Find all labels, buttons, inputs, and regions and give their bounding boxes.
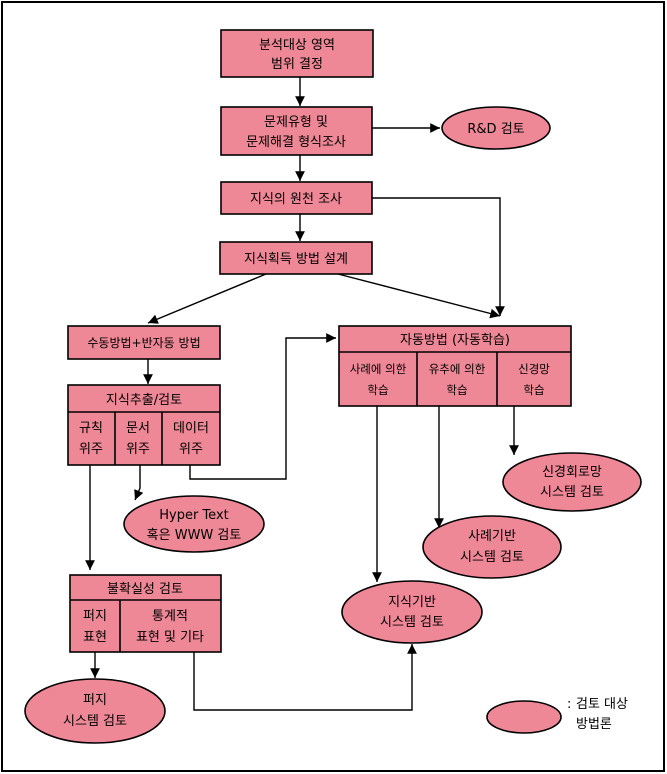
ellipse-label-line1: 신경회로망 — [542, 465, 602, 480]
edge-n3-n8 — [372, 197, 505, 316]
node-uncertainty-review: 불확실성 검토 퍼지 표현 통계적 표현 및 기타 — [69, 574, 222, 653]
cell-fuzzy-line2: 표현 — [83, 630, 107, 645]
node-label: 지식획득 방법 설계 — [244, 252, 348, 267]
ellipse-label-line2: 시스템 검토 — [63, 714, 127, 729]
node-label: 수동방법+반자동 방법 — [87, 336, 200, 350]
cell-document-line2: 위주 — [126, 442, 150, 457]
ellipse-rd-review: R&D 검토 — [441, 106, 551, 150]
cell-data-line2: 위주 — [179, 442, 203, 457]
edges — [85, 77, 519, 711]
ellipse-fuzzy-system: 퍼지 시스템 검토 — [24, 678, 166, 744]
cell-rule-line2: 위주 — [79, 442, 103, 457]
ellipse-hypertext-review: Hyper Text 혹은 WWW 검토 — [123, 495, 265, 553]
edge-n7b-knowledge — [193, 644, 417, 711]
ellipse-case-system: 사례기반 시스템 검토 — [422, 515, 562, 579]
cell-data-line1: 데이터 — [173, 421, 209, 436]
legend-colon: : — [567, 697, 571, 712]
ellipse-label-line1: 지식기반 — [388, 595, 436, 610]
node-label: 불확실성 검토 — [107, 582, 183, 597]
legend-label-line2: 방법론 — [576, 717, 612, 732]
ellipse-label: R&D 검토 — [467, 122, 524, 137]
cell-statistical-line2: 표현 및 기타 — [136, 630, 204, 645]
cell-case-learning-line1: 사례에 의한 — [350, 362, 407, 376]
edge-n6c-n8 — [189, 333, 336, 480]
ellipse-label-line2: 시스템 검토 — [460, 550, 524, 565]
edge-n4-n5 — [147, 273, 267, 324]
node-knowledge-extraction: 지식추출/검토 규칙 위주 문서 위주 데이터 위주 — [67, 384, 221, 466]
ellipse-label-line2: 시스템 검토 — [380, 615, 444, 630]
edge-n4-n8 — [337, 273, 501, 319]
ellipse-label-line2: 혹은 WWW 검토 — [147, 528, 242, 543]
ellipse-label-line1: 퍼지 — [83, 693, 107, 708]
node-label: 지식추출/검토 — [106, 393, 182, 408]
ellipse-knowledge-system: 지식기반 시스템 검토 — [341, 580, 483, 644]
node-label: 지식의 원천 조사 — [250, 192, 342, 207]
node-scope-decision: 분석대상 영역 범위 결정 — [220, 29, 374, 78]
node-manual-method: 수동방법+반자동 방법 — [67, 325, 221, 360]
cell-neural-learning-line2: 학습 — [523, 383, 544, 397]
cell-neural-learning-line1: 신경망 — [518, 362, 550, 376]
cell-statistical-line1: 통계적 — [152, 609, 188, 624]
cell-analogy-learning-line2: 학습 — [446, 383, 467, 397]
legend-ellipse-swatch — [486, 700, 562, 734]
legend: : 검토 대상 방법론 — [486, 697, 628, 734]
cell-analogy-learning-line1: 유추에 의한 — [429, 362, 486, 376]
node-label-line1: 문제유형 및 — [264, 115, 328, 130]
node-automatic-method: 자동방법 (자동학습) 사례에 의한 학습 유추에 의한 학습 신경망 학습 — [338, 325, 572, 407]
node-knowledge-source: 지식의 원천 조사 — [220, 181, 373, 215]
cell-document-line1: 문서 — [126, 421, 150, 436]
legend-label-line1: 검토 대상 — [576, 697, 628, 712]
node-problem-type: 문제유형 및 문제해결 형식조사 — [220, 106, 373, 156]
node-label: 자동방법 (자동학습) — [400, 333, 510, 348]
node-label-line2: 문제해결 형식조사 — [246, 135, 346, 150]
node-acquisition-design: 지식획득 방법 설계 — [219, 241, 373, 275]
cell-case-learning-line2: 학습 — [367, 383, 388, 397]
ellipse-label-line2: 시스템 검토 — [540, 485, 604, 500]
node-label-line2: 범위 결정 — [271, 57, 323, 72]
edge-n6b-hyper — [134, 465, 144, 501]
cell-fuzzy-line1: 퍼지 — [83, 609, 107, 624]
ellipse-label-line1: 사례기반 — [468, 529, 516, 544]
cell-rule-line1: 규칙 — [79, 421, 103, 436]
ellipse-label-line1: Hyper Text — [159, 508, 229, 523]
node-label-line1: 분석대상 영역 — [259, 38, 335, 53]
ellipse-neural-system: 신경회로망 시스템 검토 — [502, 452, 642, 512]
